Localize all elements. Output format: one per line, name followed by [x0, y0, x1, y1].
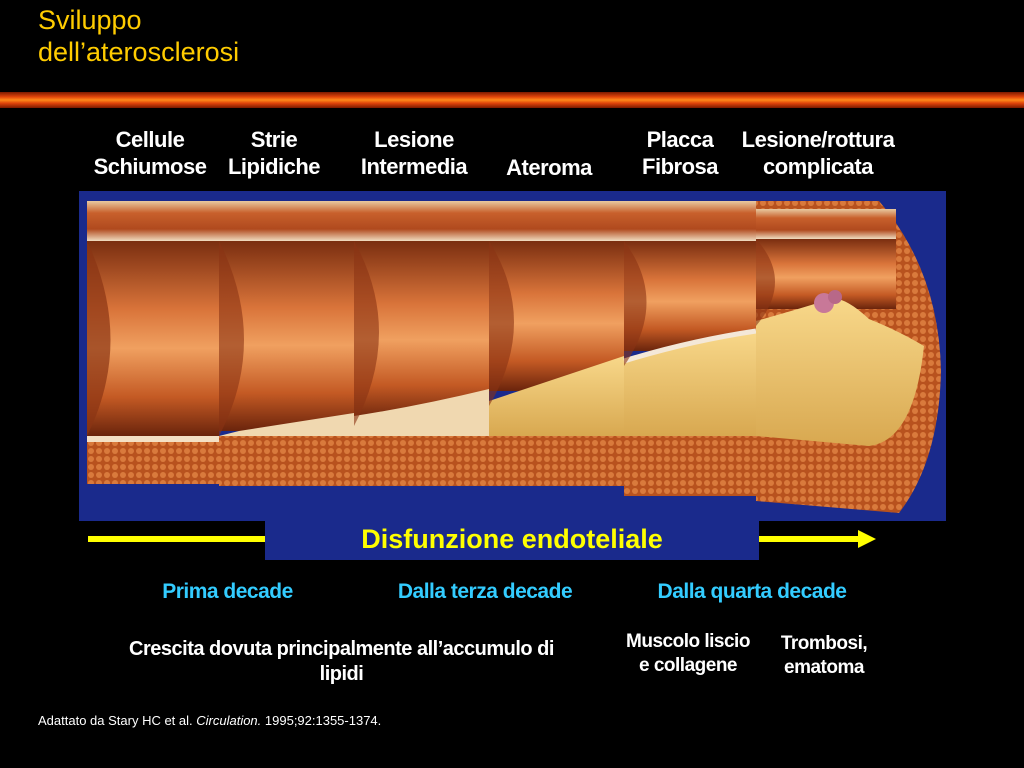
progression-arrow-right: [759, 536, 859, 542]
stage-label-line: Lesione: [374, 127, 454, 152]
arrow-head-icon: [858, 530, 876, 548]
artery-segment-5: [623, 201, 757, 496]
desc-line: Muscolo liscio: [626, 631, 750, 652]
endothelial-dysfunction-banner: Disfunzione endoteliale: [265, 519, 759, 560]
citation-suffix: 1995;92:1355-1374.: [261, 713, 382, 728]
stage-label-intermediate-lesion: Lesione Intermedia: [350, 126, 478, 180]
slide-title: Sviluppo dell’aterosclerosi: [38, 4, 239, 68]
stage-label-line: Cellule: [115, 127, 185, 152]
artery-illustration-panel: [79, 191, 946, 521]
stage-label-line: Schiumose: [93, 154, 207, 179]
stage-label-complicated-lesion: Lesione/rottura complicata: [729, 126, 907, 180]
stage-label-line: Fibrosa: [642, 154, 718, 179]
decade-first: Prima decade: [162, 580, 293, 603]
citation-journal: Circulation.: [196, 713, 262, 728]
desc-thrombosis: Trombosi, ematoma: [768, 632, 880, 680]
citation: Adattato da Stary HC et al. Circulation.…: [38, 713, 381, 728]
stage-label-line: complicata: [763, 154, 873, 179]
desc-line: ematoma: [784, 657, 864, 678]
stage-label-line: Intermedia: [360, 154, 468, 179]
banner-text: Disfunzione endoteliale: [361, 524, 663, 554]
title-line-2: dell’aterosclerosi: [38, 37, 240, 67]
title-underline-bar: [0, 92, 1024, 108]
stage-label-line: Lipidiche: [227, 154, 321, 179]
stage-label-atheroma: Ateroma: [494, 154, 604, 181]
artery-segment-2: [219, 201, 354, 486]
decade-third: Dalla terza decade: [397, 580, 573, 603]
stage-label-line: Ateroma: [506, 155, 592, 180]
desc-lipid-growth: Crescita dovuta principalmente all’accum…: [84, 637, 599, 687]
decade-fourth: Dalla quarta decade: [657, 580, 847, 603]
stage-label-fibrous-plaque: Placca Fibrosa: [630, 126, 730, 180]
desc-line: e collagene: [639, 655, 738, 676]
artery-segment-4: [489, 201, 624, 486]
stage-label-line: Placca: [646, 127, 714, 152]
artery-segment-6: [756, 201, 941, 513]
stage-label-line: Strie: [250, 127, 298, 152]
title-line-1: Sviluppo: [38, 5, 142, 35]
citation-prefix: Adattato da Stary HC et al.: [38, 713, 197, 728]
artery-illustration: [87, 201, 941, 513]
desc-line: Trombosi,: [780, 633, 868, 654]
artery-segment-3: [354, 201, 489, 486]
stage-label-foam-cells: Cellule Schiumose: [84, 126, 216, 180]
desc-smooth-muscle: Muscolo liscio e collagene: [612, 630, 764, 678]
artery-segment-1: [87, 201, 219, 484]
desc-line: lipidi: [319, 663, 364, 685]
stage-label-fatty-streaks: Strie Lipidiche: [218, 126, 330, 180]
progression-arrow-left: [88, 536, 268, 542]
stage-label-line: Lesione/rottura: [741, 127, 895, 152]
desc-line: Crescita dovuta principalmente all’accum…: [129, 638, 554, 660]
